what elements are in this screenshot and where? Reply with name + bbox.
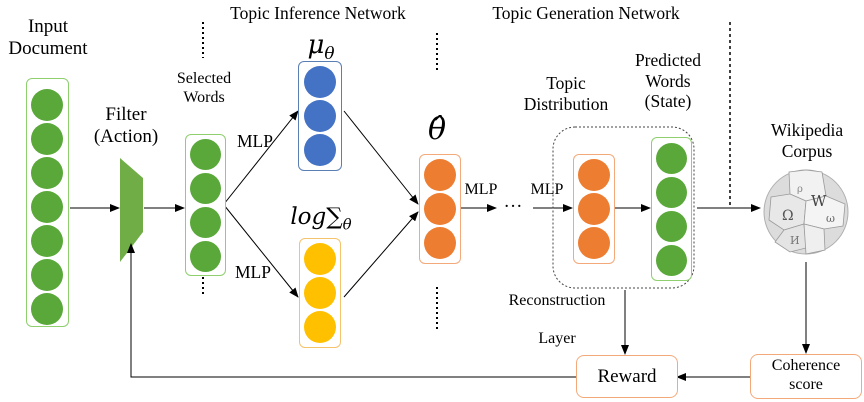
input-word-node [31, 123, 63, 155]
theta-hat-box [419, 154, 461, 264]
selected-word-node [190, 207, 221, 238]
mlp-label-bottom: MLP [235, 262, 271, 282]
arrow-selected-to-mu [223, 110, 299, 205]
log-sigma-node [304, 277, 336, 309]
reconstruction-layer-box [552, 126, 695, 289]
input-document-box [26, 78, 69, 327]
wikipedia-corpus-label: Wikipedia Corpus [770, 120, 844, 161]
wikipedia-globe-icon: Ω W ω И ρ [763, 169, 849, 255]
input-word-node [31, 89, 63, 121]
mu-node [304, 134, 336, 166]
mlp-label-top: MLP [237, 131, 273, 151]
arrow-reward-to-filter [127, 243, 576, 378]
svg-text:ω: ω [826, 212, 835, 225]
theta-node [424, 227, 456, 259]
selected-word-node [190, 173, 221, 204]
selected-word-node [190, 139, 221, 170]
selected-words-box [185, 134, 226, 276]
predicted-words-label: Predicted Words (State) [634, 50, 702, 112]
input-word-node [31, 191, 63, 223]
topic-node [578, 227, 610, 259]
theta-node [424, 193, 456, 225]
log-sigma-node [304, 243, 336, 275]
svg-text:ρ: ρ [797, 184, 803, 195]
header-topic-generation: Topic Generation Network [492, 3, 680, 23]
header-topic-inference: Topic Inference Network [230, 3, 406, 23]
predicted-word-node [656, 143, 687, 174]
reward-label: Reward [597, 366, 657, 387]
log-sigma-node [304, 311, 336, 343]
mu-node [304, 100, 336, 132]
mu-node [304, 66, 336, 98]
topic-distribution-box [573, 154, 615, 264]
mu-theta-box [298, 61, 342, 171]
coherence-score-label: Coherence score [771, 357, 841, 393]
theta-hat-label: θ̂ [427, 112, 447, 147]
mu-theta-label: μθ [307, 30, 335, 64]
arrow-mu-to-theta [343, 110, 419, 205]
reward-box: Reward [576, 355, 678, 398]
trapezoid-filter-icon [120, 158, 143, 262]
log-sigma-theta-label: log∑θ [290, 204, 352, 234]
arrow-selected-to-logsigma [223, 204, 299, 298]
arrow-logsigma-to-theta [343, 211, 419, 298]
topic-node [578, 193, 610, 225]
reconstruction-layer-label: Reconstruction Layer [508, 292, 606, 347]
selected-word-node [190, 241, 221, 272]
input-word-node [31, 157, 63, 189]
predicted-word-node [656, 177, 687, 208]
predicted-word-node [656, 245, 687, 276]
log-sigma-theta-box [299, 238, 341, 348]
svg-text:W: W [811, 192, 827, 210]
mlp-label-theta: MLP [464, 181, 498, 198]
predicted-word-node [656, 211, 687, 242]
selected-words-label: Selected Words [176, 70, 232, 106]
filter-action-label: Filter (Action) [93, 104, 159, 148]
ellipsis-label: ··· [503, 196, 523, 217]
input-word-node [31, 259, 63, 291]
mlp-label-distribution: MLP [530, 181, 564, 198]
coherence-score-box: Coherence score [750, 354, 862, 399]
svg-text:Ω: Ω [782, 208, 794, 224]
topic-distribution-label: Topic Distribution [523, 73, 609, 114]
svg-text:И: И [790, 234, 800, 247]
predicted-words-box [651, 137, 692, 281]
input-word-node [31, 225, 63, 257]
input-word-node [31, 293, 63, 325]
input-document-label: Input Document [8, 16, 88, 60]
theta-node [424, 159, 456, 191]
topic-node [578, 159, 610, 191]
